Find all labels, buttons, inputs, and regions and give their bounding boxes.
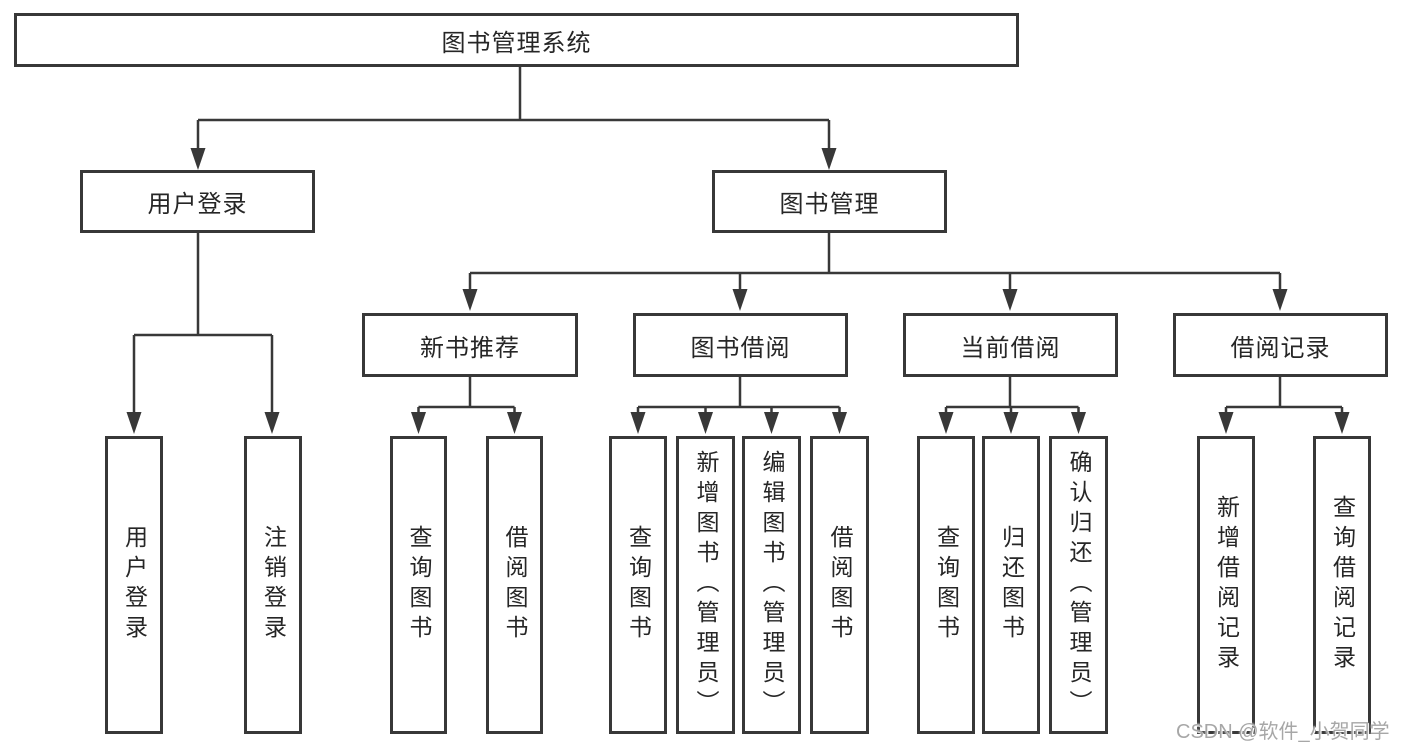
node-label: 借阅记录	[1230, 334, 1331, 362]
node-book-management: 图书管理	[712, 170, 947, 233]
leaf-query-books-borrowing: 查询图书	[609, 436, 667, 734]
leaf-logout-login: 注销登录	[244, 436, 302, 734]
node-label: 图书管理系统	[441, 29, 592, 57]
arrowhead-icons	[126, 148, 1350, 434]
leaf-label: 借阅图书	[827, 525, 853, 645]
leaf-label: 借阅图书	[502, 525, 528, 645]
leaf-label: 注销登录	[260, 525, 287, 645]
csdn-watermark: CSDN @软件_小贺同学	[1176, 721, 1390, 743]
leaf-label: 用户登录	[121, 525, 148, 645]
leaf-return-books: 归还图书	[982, 436, 1040, 734]
leaf-label: 查询借阅记录	[1329, 495, 1356, 675]
node-label: 当前借阅	[960, 334, 1061, 362]
node-new-book-recommendation: 新书推荐	[362, 313, 578, 377]
node-user-login: 用户登录	[80, 170, 315, 233]
node-library-management-system: 图书管理系统	[14, 13, 1019, 67]
leaf-add-books-admin: 新增图书（管理员）	[676, 436, 735, 734]
node-current-borrowing: 当前借阅	[903, 313, 1118, 377]
leaf-label: 查询图书	[406, 525, 432, 645]
leaf-edit-books-admin: 编辑图书（管理员）	[742, 436, 801, 734]
tree-edges	[132, 67, 1344, 414]
leaf-borrow-books-recommend: 借阅图书	[486, 436, 543, 734]
leaf-add-borrow-record: 新增借阅记录	[1197, 436, 1255, 734]
node-book-borrowing: 图书借阅	[633, 313, 848, 377]
node-label: 新书推荐	[420, 334, 520, 362]
leaf-query-books-current: 查询图书	[917, 436, 975, 734]
leaf-confirm-return-admin: 确认归还（管理员）	[1049, 436, 1108, 734]
leaf-label: 编辑图书（管理员）	[759, 450, 785, 720]
node-label: 图书借阅	[690, 334, 791, 362]
leaf-label: 新增图书（管理员）	[693, 450, 719, 720]
leaf-query-borrow-record: 查询借阅记录	[1313, 436, 1371, 734]
leaf-label: 确认归还（管理员）	[1066, 450, 1092, 720]
leaf-label: 查询图书	[933, 525, 960, 645]
leaf-label: 查询图书	[625, 525, 652, 645]
leaf-user-login: 用户登录	[105, 436, 163, 734]
node-borrowing-records: 借阅记录	[1173, 313, 1388, 377]
leaf-query-books-recommend: 查询图书	[390, 436, 447, 734]
leaf-label: 新增借阅记录	[1213, 495, 1240, 675]
node-label: 图书管理	[779, 191, 880, 218]
leaf-label: 归还图书	[998, 525, 1025, 645]
node-label: 用户登录	[147, 191, 248, 218]
leaf-borrow-books-borrowing: 借阅图书	[810, 436, 869, 734]
